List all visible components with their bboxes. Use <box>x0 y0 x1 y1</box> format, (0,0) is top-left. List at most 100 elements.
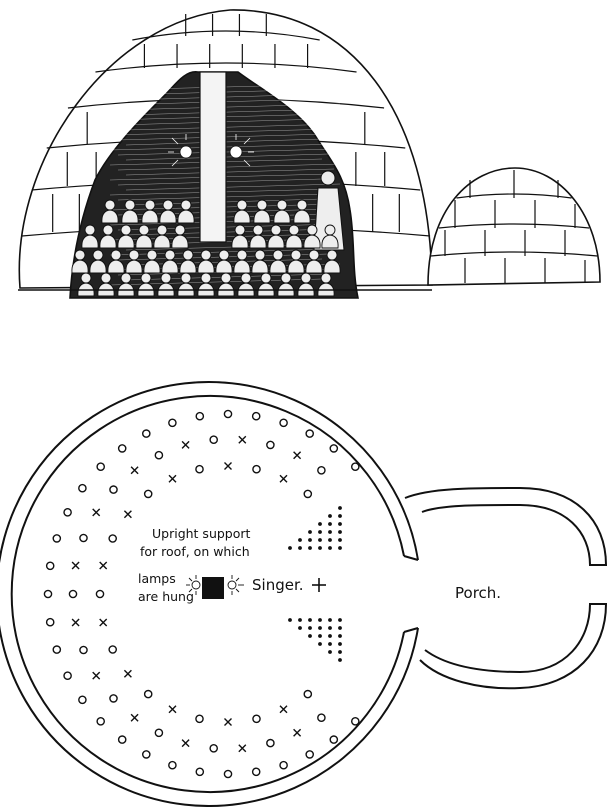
dot-mark <box>338 658 342 662</box>
crowd-body <box>293 209 311 224</box>
crowd-body <box>121 209 139 224</box>
crowd-body <box>269 259 287 274</box>
crowd-head <box>306 224 318 236</box>
seat-cross-symbol <box>71 561 80 570</box>
crowd-head <box>260 272 272 284</box>
hatch-line <box>125 108 335 116</box>
dot-mark <box>318 522 322 526</box>
crowd-head <box>200 249 212 261</box>
dot-mark <box>328 626 332 630</box>
seat-cross-symbol <box>181 739 190 748</box>
seat-circle-symbol <box>350 462 360 472</box>
seat-circle-symbol <box>79 533 88 543</box>
seat-circle-symbol <box>223 409 233 419</box>
interior-upright-pole <box>199 71 227 243</box>
seat-circle-symbol <box>305 429 315 438</box>
hatch-line <box>125 123 341 131</box>
dot-mark <box>288 618 292 622</box>
seat-circle-symbol <box>329 735 339 744</box>
dot-mark <box>308 530 312 534</box>
dot-mark <box>318 618 322 622</box>
crowd-body <box>161 259 179 274</box>
crowd-head <box>102 224 114 236</box>
dot-mark <box>338 642 342 646</box>
crowd-body <box>251 259 269 274</box>
crowd-head <box>200 272 212 284</box>
crowd-head <box>146 249 158 261</box>
dot-mark <box>338 618 342 622</box>
seat-circle-symbol <box>252 464 261 474</box>
dot-mark <box>308 634 312 638</box>
hatch-line <box>117 163 341 171</box>
dot-mark <box>338 626 342 630</box>
crowd-head <box>110 249 122 261</box>
seat-cross-symbol <box>99 618 108 627</box>
dot-mark <box>318 530 322 534</box>
dot-mark <box>318 626 322 630</box>
crowd-body <box>233 259 251 274</box>
dot-mark <box>318 546 322 550</box>
crowd-head <box>100 272 112 284</box>
crowd-head <box>276 199 288 211</box>
hatch-line <box>125 153 329 161</box>
crowd-head <box>84 224 96 236</box>
seat-circle-symbol <box>78 695 87 705</box>
seat-circle-symbol <box>141 750 151 759</box>
seat-circle-symbol <box>63 671 72 681</box>
crowd-body <box>89 259 107 274</box>
crowd-head <box>308 249 320 261</box>
plan-inner-wall <box>10 395 405 793</box>
crowd-head <box>236 249 248 261</box>
crowd-head <box>180 199 192 211</box>
dot-mark <box>318 538 322 542</box>
seat-circle-symbol <box>78 483 87 493</box>
crowd-head <box>252 224 264 236</box>
dot-mark <box>328 634 332 638</box>
dot-mark <box>288 546 292 550</box>
dome-course-line <box>132 30 320 41</box>
crowd-body <box>143 259 161 274</box>
dot-mark <box>338 546 342 550</box>
porch-course-line <box>438 223 590 229</box>
crowd-head <box>120 272 132 284</box>
dancing-space-dots <box>288 506 342 662</box>
seat-cross-symbol <box>130 713 139 722</box>
crowd-head <box>270 224 282 236</box>
crowd-head <box>180 272 192 284</box>
seat-circle-symbol <box>317 465 326 475</box>
seat-cross-symbol <box>168 474 177 483</box>
dot-mark <box>328 530 332 534</box>
crowd-body <box>81 234 99 249</box>
hatch-line <box>117 223 341 231</box>
seat-circle-symbol <box>52 534 62 543</box>
seat-cross-symbol <box>279 705 288 714</box>
dot-mark <box>328 538 332 542</box>
seat-cross-symbol <box>130 466 139 475</box>
dot-mark <box>298 618 302 622</box>
seat-cross-symbol <box>92 508 101 517</box>
dot-mark <box>298 626 302 630</box>
crowd-body <box>125 259 143 274</box>
dot-mark <box>338 514 342 518</box>
dot-mark <box>298 546 302 550</box>
dot-mark <box>338 522 342 526</box>
crowd-body <box>153 234 171 249</box>
crowd-head <box>256 199 268 211</box>
seat-cross-symbol <box>71 618 80 627</box>
crowd-head <box>290 249 302 261</box>
hatch-line <box>125 183 341 191</box>
crowd-head <box>236 199 248 211</box>
seat-circle-symbol <box>279 760 288 770</box>
porch-lower-wall <box>419 603 608 690</box>
dot-mark <box>328 650 332 654</box>
crowd-body <box>99 234 117 249</box>
dot-mark <box>308 626 312 630</box>
seat-circle-symbol <box>305 750 315 759</box>
dot-mark <box>328 522 332 526</box>
crowd-head <box>156 224 168 236</box>
seat-cross-symbol <box>293 451 302 460</box>
igloo-cutaway-drawing <box>18 9 601 299</box>
seat-circle-symbol <box>209 744 218 753</box>
crowd-body <box>159 209 177 224</box>
